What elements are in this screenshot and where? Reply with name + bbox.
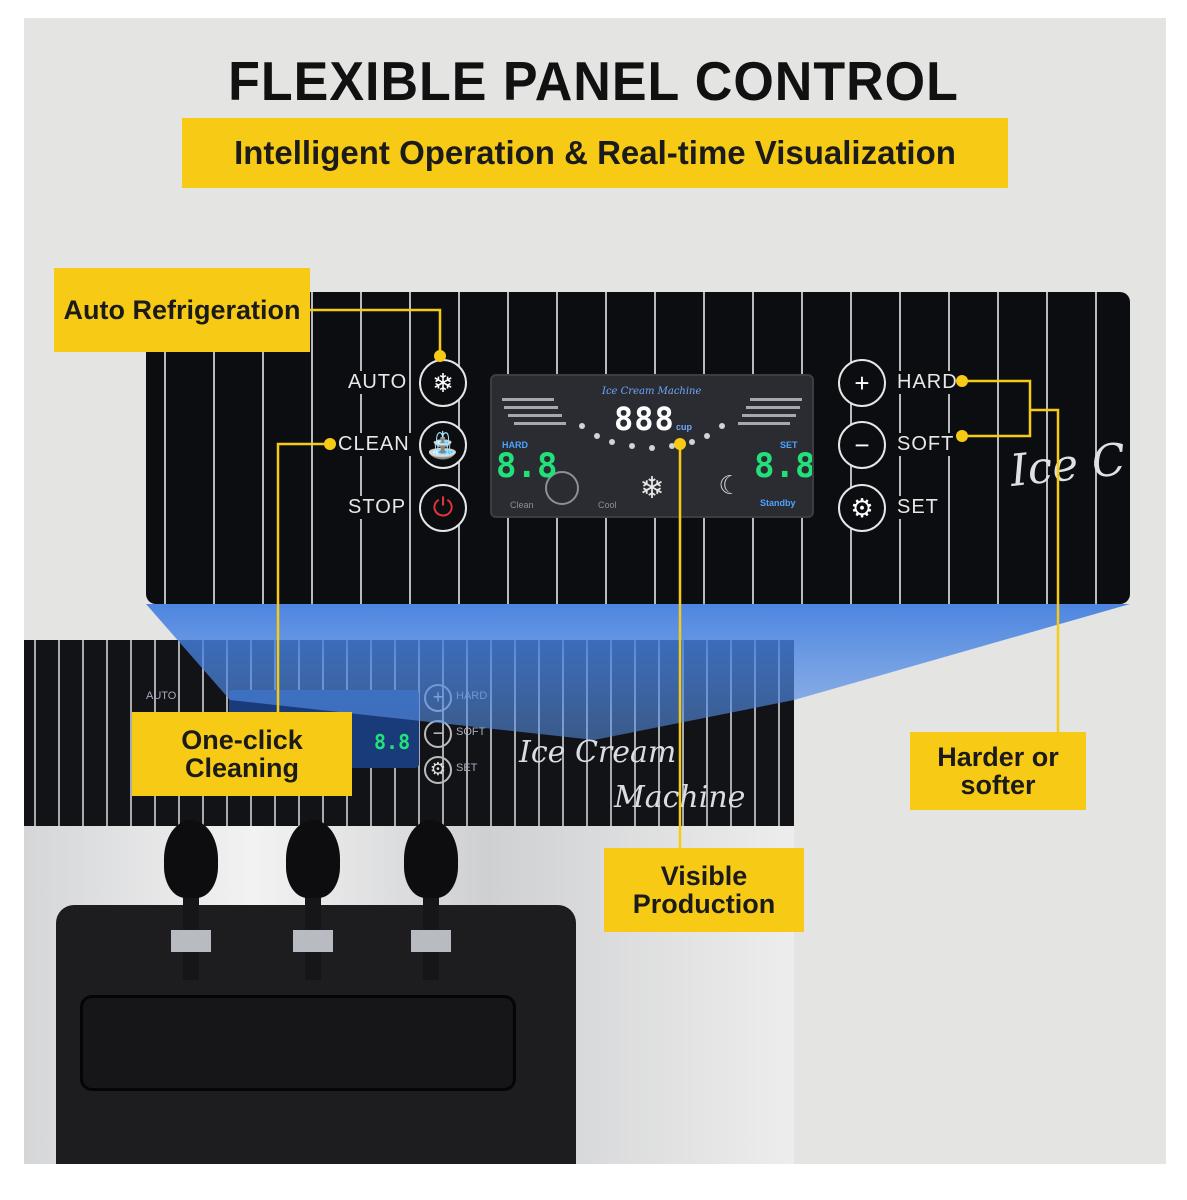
lower-script-line2: Machine [614, 780, 746, 815]
lcd-hard-label: HARD [502, 440, 528, 450]
lower-script-line1: Ice Cream [519, 735, 677, 770]
stop-label: STOP [346, 496, 409, 519]
gear-icon: ⚙ [850, 492, 874, 523]
lower-plus-icon: + [424, 684, 452, 712]
svg-text:☾: ☾ [718, 471, 741, 501]
callout-auto-refrigeration: Auto Refrigeration [54, 268, 310, 352]
lower-gear-icon: ⚙ [424, 756, 452, 784]
panel-stripe [311, 292, 313, 604]
plus-icon: + [854, 367, 870, 398]
callout-harder-or-softer: Harder or softer [910, 732, 1086, 810]
lower-display-value: 8.8 [374, 730, 411, 754]
lcd-cool-label: Cool [598, 500, 617, 510]
lcd-standby-label: Standby [760, 498, 796, 508]
panel-stripe [490, 640, 492, 826]
snowflake-icon: ❄ [432, 367, 454, 398]
lower-soft-label: SOFT [456, 726, 486, 738]
handle-bracket-left [171, 930, 211, 952]
lcd-cup-unit: cup [676, 422, 693, 432]
lcd-set-value: 8.8 [754, 446, 814, 486]
minus-icon: − [854, 429, 870, 460]
callout-one-click-cleaning: One-click Cleaning [132, 712, 352, 796]
panel-stripe [586, 640, 588, 826]
panel-stripe [538, 640, 540, 826]
hard-label: HARD [895, 371, 960, 394]
panel-stripe [213, 292, 215, 604]
lcd-cup-count: 888 [614, 400, 675, 438]
lcd-arc-graphic: ❄ ☾ [502, 398, 802, 506]
auto-label: AUTO [346, 371, 410, 394]
panel-stripe [164, 292, 166, 604]
lower-minus-icon: − [424, 720, 452, 748]
set-label: SET [895, 496, 941, 519]
panel-stripe [1095, 292, 1097, 604]
panel-stripe [754, 640, 756, 826]
lcd-set-label: SET [780, 440, 798, 450]
soft-button[interactable]: − [838, 421, 886, 469]
set-button[interactable]: ⚙ [838, 484, 886, 532]
lcd-display: ❄ ☾ Ice Cream Machine 888 cup HARD 8.8 S… [490, 374, 814, 518]
panel-stripe [82, 640, 84, 826]
lcd-title: Ice Cream Machine [602, 386, 702, 397]
clean-button[interactable]: ⛲ [419, 421, 467, 469]
panel-stripe [34, 640, 36, 826]
lower-hard-label: HARD [456, 690, 488, 702]
lcd-clean-label: Clean [510, 500, 534, 510]
panel-stripe [610, 640, 612, 826]
soft-label: SOFT [895, 433, 957, 456]
dispenser-cover [80, 995, 516, 1091]
panel-stripe [106, 640, 108, 826]
stop-button[interactable]: ⏻ [419, 484, 467, 532]
panel-stripe [130, 640, 132, 826]
lever-handle-right[interactable] [404, 820, 458, 898]
lower-set-label: SET [456, 762, 478, 774]
handle-bracket-right [411, 930, 451, 952]
panel-stripe [997, 292, 999, 604]
panel-stripe [778, 640, 780, 826]
lcd-hard-value: 8.8 [496, 446, 558, 486]
faucet-icon: ⛲ [426, 429, 460, 460]
hard-button[interactable]: + [838, 359, 886, 407]
handle-bracket-middle [293, 930, 333, 952]
callout-visible-production: Visible Production [604, 848, 804, 932]
lever-handle-middle[interactable] [286, 820, 340, 898]
power-icon: ⏻ [432, 492, 454, 522]
page-title: FLEXIBLE PANEL CONTROL [228, 51, 959, 113]
panel-stripe [562, 640, 564, 826]
lower-auto-label: AUTO [146, 690, 177, 702]
panel-stripe [58, 640, 60, 826]
subtitle-banner: Intelligent Operation & Real-time Visual… [182, 118, 1008, 188]
lever-handle-left[interactable] [164, 820, 218, 898]
panel-stripe [514, 640, 516, 826]
svg-text:❄: ❄ [639, 471, 664, 506]
panel-stripe [262, 292, 264, 604]
clean-label: CLEAN [336, 433, 412, 456]
auto-button[interactable]: ❄ [419, 359, 467, 407]
